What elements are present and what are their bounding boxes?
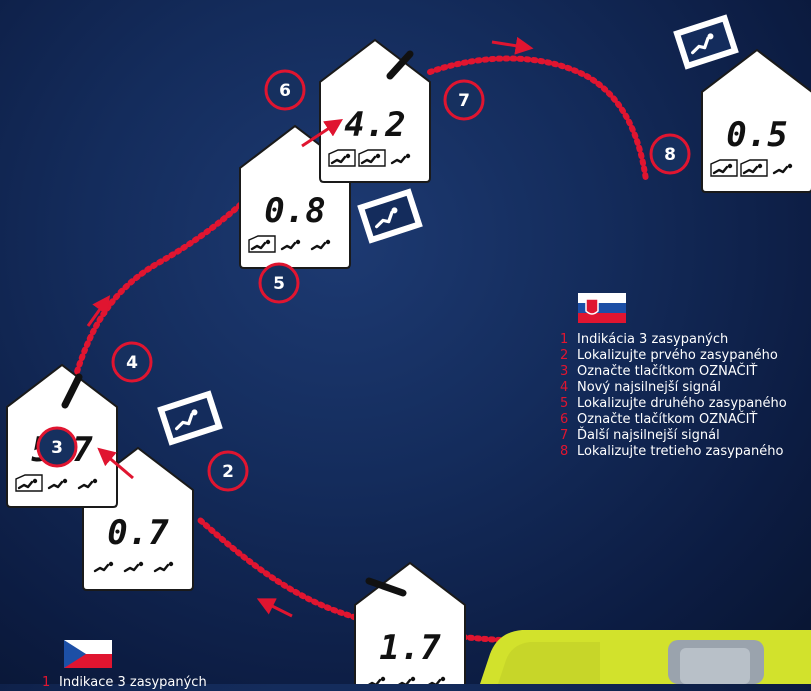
distance-readout: 0.8 — [264, 191, 325, 231]
legend-item-text: Lokalizujte tretieho zasypaného — [577, 444, 783, 459]
step-number: 6 — [279, 81, 291, 101]
legend-item-number: 5 — [560, 396, 577, 412]
legend-item-number: 1 — [42, 675, 59, 691]
receiver-display-screen-0-5: 0.5 — [702, 50, 811, 192]
legend-item-text: Ďalší najsilnejší signál — [577, 428, 720, 443]
distance-readout: 0.7 — [107, 513, 169, 553]
legend-item-text: Nový najsilnejší signál — [577, 380, 721, 395]
legend-item-number: 3 — [560, 364, 577, 380]
legend-item-text: Lokalizujte druhého zasypaného — [577, 396, 787, 411]
legend-item-number: 8 — [560, 444, 577, 460]
transceiver-device — [480, 630, 811, 684]
direction-arrow — [492, 42, 530, 48]
distance-readout: 4.2 — [344, 105, 405, 145]
step-circle-7: 7 — [445, 81, 483, 119]
step-circle-8: 8 — [651, 135, 689, 173]
step-circle-5: 5 — [260, 264, 298, 302]
mark-badge-icon — [673, 14, 739, 69]
step-number: 5 — [273, 274, 285, 294]
receiver-display-screen-1-7: 1.7 — [355, 563, 465, 684]
step-number: 4 — [126, 353, 138, 373]
legend-item-text: Indikace 3 zasypaných — [59, 675, 207, 690]
legend-item-text: Indikácia 3 zasypaných — [577, 332, 728, 347]
step-number: 3 — [51, 438, 63, 458]
step-number: 2 — [222, 462, 234, 482]
legend-item-number: 7 — [560, 428, 577, 444]
legend-item-number: 6 — [560, 412, 577, 428]
step-circle-6: 6 — [266, 71, 304, 109]
step-circle-4: 4 — [113, 343, 151, 381]
legend-item-number: 2 — [560, 348, 577, 364]
czech-flag-icon — [64, 640, 112, 668]
slovak-flag-icon — [578, 293, 626, 323]
step-number: 7 — [458, 91, 470, 111]
legend-item-text: Označte tlačítkom OZNAČIŤ — [577, 364, 757, 379]
legend-item-number: 4 — [560, 380, 577, 396]
step-circle-2: 2 — [209, 452, 247, 490]
step-number: 8 — [664, 145, 676, 165]
distance-readout: 1.7 — [379, 628, 441, 668]
receiver-display-screen-4-2: 4.2 — [320, 40, 430, 182]
step-circle-3: 3 — [38, 428, 76, 466]
direction-arrow — [260, 600, 292, 616]
mark-badge-icon — [357, 188, 423, 243]
legend-item-number: 1 — [560, 332, 577, 348]
legend-item-text: Označte tlačítkom OZNAČIŤ — [577, 412, 757, 427]
legend-item-text: Lokalizujte prvého zasypaného — [577, 348, 778, 363]
distance-readout: 0.5 — [726, 115, 787, 155]
mark-badge-icon — [157, 390, 223, 445]
